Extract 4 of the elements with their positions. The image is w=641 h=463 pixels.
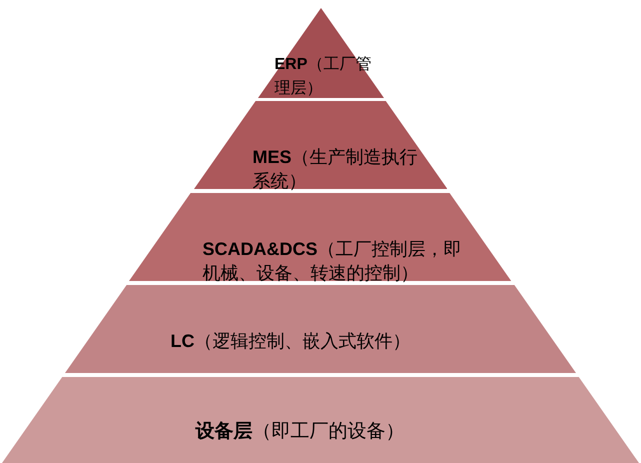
layer-label: 设备层（即工厂的设备）: [196, 420, 406, 444]
layer-label: SCADA&DCS（工厂控制层，即机械、设备、转速的控制）: [202, 238, 462, 285]
layer-label: LC（逻辑控制、嵌入式软件）: [170, 330, 412, 353]
layer-label: MES（生产制造执行系统）: [252, 146, 418, 193]
